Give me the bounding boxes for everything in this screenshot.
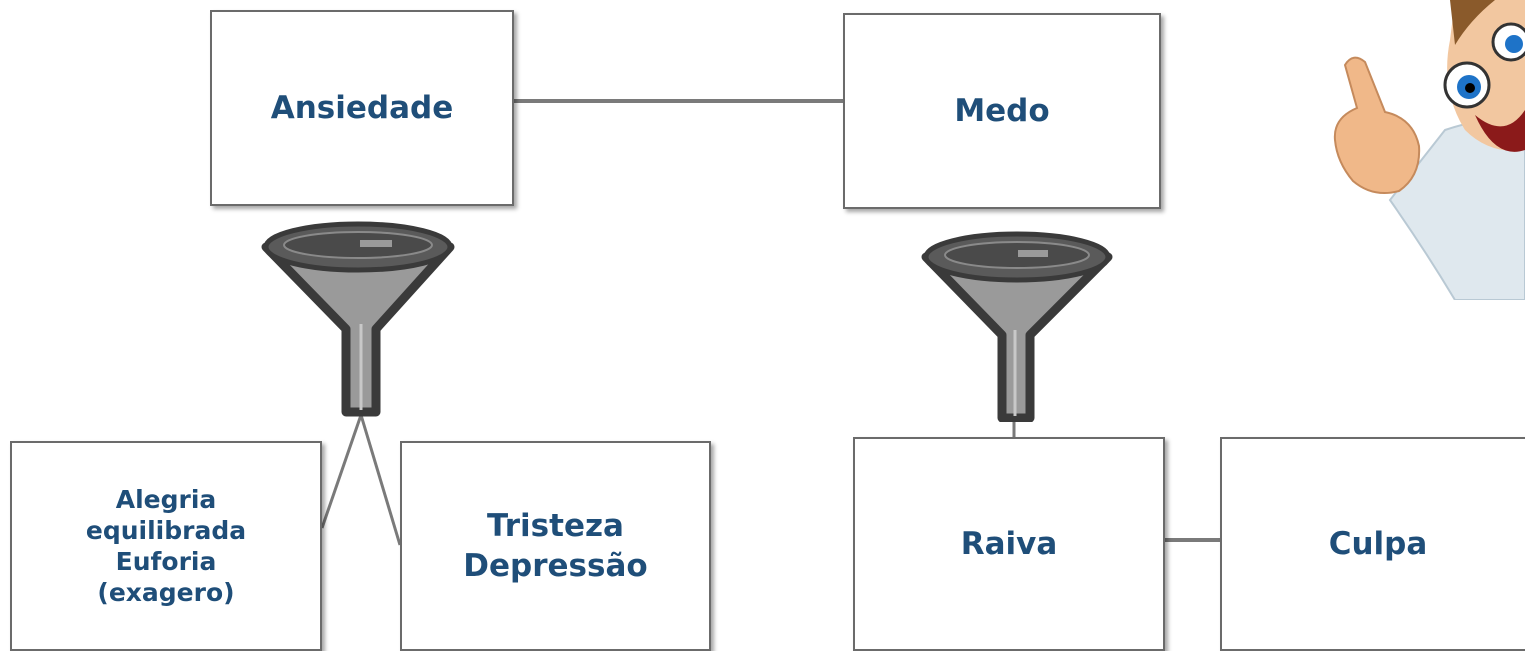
connector-funnel-alegria (320, 414, 363, 529)
box-raiva: Raiva (853, 437, 1165, 651)
box-ansiedade-label: Ansiedade (270, 90, 454, 126)
box-culpa: Culpa (1220, 437, 1525, 651)
connector-lines (320, 99, 1220, 546)
box-alegria-line-3: Euforia (115, 547, 217, 576)
box-culpa-label: Culpa (1328, 526, 1428, 562)
funnel-icon (261, 221, 455, 417)
box-medo: Medo (843, 13, 1161, 209)
connector-funnel-tristeza (359, 414, 402, 546)
box-alegria-line-2: equilibrada (85, 515, 247, 545)
box-raiva-label: Raiva (960, 526, 1058, 562)
box-alegria: Alegria equilibrada Euforia (exagero) (10, 441, 322, 651)
box-tristeza-line-1: Tristeza (487, 507, 624, 544)
box-medo-label: Medo (954, 93, 1050, 129)
pointing-character-icon (1333, 0, 1525, 300)
box-ansiedade: Ansiedade (210, 10, 514, 206)
box-alegria-line-4: (exagero) (97, 578, 235, 608)
box-alegria-line-1: Alegria (115, 484, 217, 514)
funnel-icon (921, 231, 1113, 422)
box-tristeza: Tristeza Depressão (400, 441, 711, 651)
box-tristeza-line-2: Depressão (463, 548, 648, 584)
